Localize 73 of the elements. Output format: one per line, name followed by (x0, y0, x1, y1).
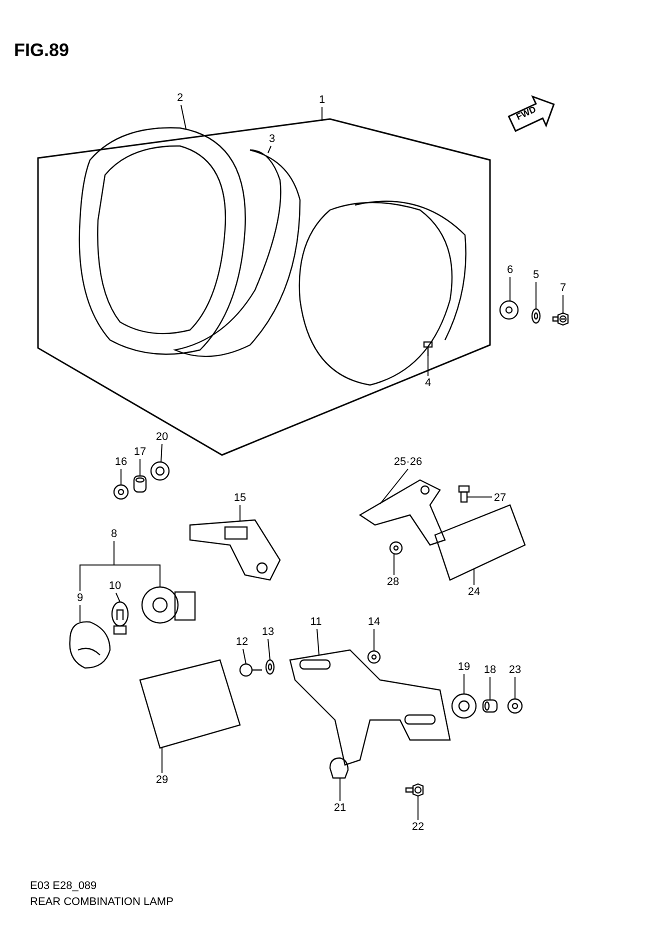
callout-number: 25·26 (392, 456, 424, 468)
callout-number: 4 (424, 377, 432, 389)
leader-line (268, 638, 270, 660)
reflector-drawing (434, 504, 526, 581)
leader-line (514, 676, 516, 700)
callout-number: 18 (482, 664, 498, 676)
direction-label: FWD (514, 104, 538, 123)
screw-drawing (552, 312, 569, 326)
spacer-drawing (133, 475, 147, 493)
bracket-plate-drawing (189, 519, 281, 581)
figure-caption: REAR COMBINATION LAMP (30, 896, 174, 908)
callout-number: 13 (260, 626, 276, 638)
callout-number: 27 (492, 492, 508, 504)
callout-number: 29 (154, 774, 170, 786)
leader-line (242, 648, 246, 664)
leader-line (116, 592, 120, 602)
callout-number: 24 (466, 586, 482, 598)
leader-line (160, 444, 162, 462)
callout-number: 19 (456, 661, 472, 673)
callout-number: 20 (154, 431, 170, 443)
lamp-lens-drawing (78, 127, 246, 355)
figure-title: FIG.89 (14, 40, 70, 61)
callout-number: 28 (386, 576, 400, 588)
leader-line (180, 104, 186, 130)
callout-number: 6 (506, 264, 514, 276)
bolt-drawing (239, 663, 262, 677)
callout-number: 12 (234, 636, 250, 648)
leader-line (562, 294, 564, 314)
leader-line (380, 468, 408, 504)
spacer-drawing (482, 699, 498, 713)
washer-drawing (265, 659, 275, 675)
callout-number: 10 (108, 580, 122, 592)
assembly-outline (37, 118, 491, 456)
nut-drawing (507, 698, 523, 714)
callout-number: 7 (558, 282, 568, 294)
leader-line (268, 146, 272, 154)
callout-number: 1 (318, 94, 326, 106)
callout-number: 22 (410, 821, 426, 833)
grommet-drawing (451, 693, 477, 719)
callout-number: 17 (132, 446, 148, 458)
leader-line (316, 628, 320, 656)
screw-drawing (458, 485, 470, 503)
drawing-code: E03 E28_089 (30, 880, 97, 892)
leader-line (466, 496, 492, 498)
callout-number: 2 (176, 92, 184, 104)
nut-drawing (499, 300, 519, 320)
bulb-drawing (111, 601, 129, 635)
bolt-drawing (405, 783, 424, 797)
callout-number: 5 (532, 269, 540, 281)
leader-line (80, 540, 114, 592)
grommet-drawing (150, 461, 170, 481)
callout-number: 23 (508, 664, 522, 676)
callout-number: 3 (268, 133, 276, 145)
callout-number: 11 (309, 616, 323, 628)
callout-number: 16 (114, 456, 128, 468)
bracket-drawing (289, 649, 451, 766)
callout-number: 21 (332, 802, 348, 814)
callout-number: 14 (366, 616, 382, 628)
reflector-drawing (139, 659, 241, 749)
screw-drawing (423, 341, 433, 356)
callout-number: 15 (232, 492, 248, 504)
gasket-drawing (174, 149, 301, 358)
nut-drawing (113, 484, 129, 500)
lamp-socket-drawing (141, 586, 196, 624)
bracket-drawing (358, 479, 446, 546)
nut-drawing (367, 650, 381, 664)
leader-line (120, 468, 122, 486)
callout-number: 8 (110, 528, 118, 540)
cap-nut-drawing (329, 757, 349, 779)
lens-cap-drawing (69, 621, 111, 669)
callout-number: 9 (76, 592, 84, 604)
washer-drawing (531, 308, 541, 324)
nut-drawing (389, 541, 403, 555)
